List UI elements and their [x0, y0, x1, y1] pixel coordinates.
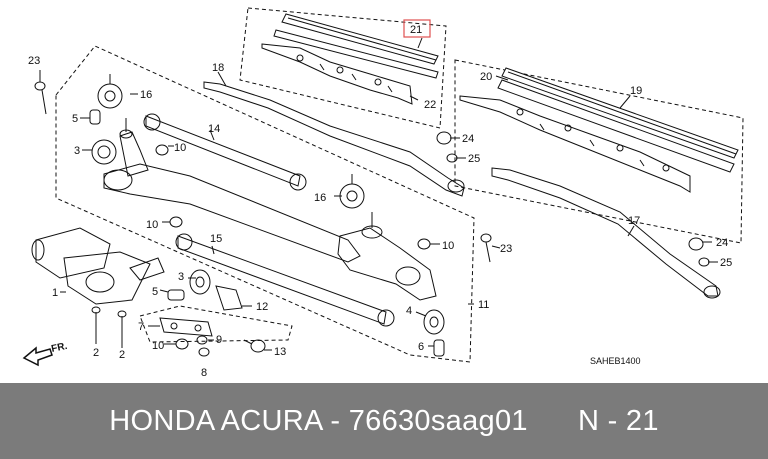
callout-2a: 2: [93, 347, 99, 359]
callout-7a: 7: [138, 321, 144, 333]
callout-6a: 6: [418, 341, 424, 353]
diagram-code: SAHEB1400: [590, 356, 641, 366]
nut-10d: [175, 338, 189, 350]
bushing-6a: [433, 339, 445, 357]
nut-9: [196, 335, 208, 345]
bushing-5a: [89, 109, 101, 125]
callout-2b: 2: [119, 349, 125, 361]
callout-24b: 24: [716, 237, 728, 249]
pivot-assembly-right: [337, 212, 437, 301]
callout-14a: 14: [208, 123, 220, 135]
spacer: [528, 405, 578, 437]
callout-9a: 9: [216, 334, 222, 346]
callout-22a: 22: [424, 99, 436, 111]
nut-10a: [155, 144, 169, 156]
callout-21a: 21: [410, 24, 422, 36]
pivot-assembly-left: [103, 118, 361, 263]
callout-5a: 5: [72, 113, 78, 125]
callout-18a: 18: [212, 62, 224, 74]
bolt-2b: [117, 310, 127, 338]
cap-24a: [436, 131, 452, 145]
bushing-4a: [423, 309, 445, 335]
bushing-3b: [189, 269, 211, 295]
callout-16b: 16: [314, 192, 326, 204]
bracket-12: [215, 285, 243, 311]
bolt-13: [243, 339, 266, 353]
ref-prefix: N -: [577, 405, 626, 437]
wiper-blade-left: [261, 13, 439, 105]
wiper-assembly-drawing: FR. 1 2 2 3 3 4 5 5 6 7 8 9 10 10 10 10 …: [22, 7, 744, 379]
front-direction-arrow: FR.: [22, 341, 69, 367]
callout-4a: 4: [406, 305, 412, 317]
bushing-3a: [91, 139, 117, 165]
callout-15a: 15: [210, 233, 222, 245]
callout-3b: 3: [178, 271, 184, 283]
callout-11a: 11: [478, 299, 489, 311]
washer-8: [198, 347, 210, 357]
bracket-7: [159, 317, 213, 337]
part-number: 76630saag01: [348, 405, 528, 437]
footer-caption: HONDA ACURA - 76630saag01 N - 21: [0, 383, 768, 459]
nut-25b: [698, 257, 710, 267]
linkage-rod-upper: [143, 113, 307, 191]
grommet-16b: [339, 174, 365, 209]
bracket-group-box: [139, 305, 293, 343]
nut-10b: [169, 216, 183, 228]
callout-23a: 23: [28, 55, 40, 67]
bolt-2a: [91, 306, 101, 336]
bolt-23a: [34, 81, 47, 115]
callout-20a: 20: [480, 71, 492, 83]
bolt-23b: [480, 233, 492, 263]
wiper-arm-left: [203, 81, 465, 197]
callout-25a: 25: [468, 153, 480, 165]
ref-number: 21: [625, 405, 659, 437]
callout-12a: 12: [256, 301, 268, 313]
callout-24a: 24: [462, 133, 474, 145]
callout-13a: 13: [274, 346, 286, 358]
callout-10c: 10: [442, 240, 454, 252]
callout-8a: 8: [201, 367, 207, 379]
callout-5b: 5: [152, 286, 158, 298]
bushing-5b: [167, 289, 185, 301]
callout-23b: 23: [500, 243, 512, 255]
wiper-arm-right: [491, 167, 719, 297]
separator: -: [322, 405, 349, 437]
brand-name: HONDA ACURA: [109, 405, 323, 437]
wiper-motor: [31, 227, 165, 305]
callout-10a: 10: [174, 142, 186, 154]
callout-1: 1: [52, 287, 58, 299]
footer-bar: HONDA ACURA - 76630saag01 N - 21: [0, 383, 768, 459]
callout-10b: 10: [146, 219, 158, 231]
callout-19a: 19: [630, 85, 642, 97]
nut-10c: [417, 238, 431, 250]
callout-17a: 17: [628, 215, 640, 227]
callout-10d: 10: [152, 340, 164, 352]
callout-16a: 16: [140, 89, 152, 101]
wiper-blade-right: [459, 67, 739, 193]
cap-24b: [688, 237, 704, 251]
callout-labels: 1 2 2 3 3 4 5 5 6 7 8 9 10 10 10 10 11 1…: [28, 24, 732, 379]
wiper-blade-group-box-right: [454, 59, 744, 244]
parts-diagram: FR. 1 2 2 3 3 4 5 5 6 7 8 9 10 10 10 10 …: [22, 7, 744, 379]
linkage-rod-lower: [175, 233, 395, 327]
callout-25b: 25: [720, 257, 732, 269]
highlight-box-21: [403, 19, 431, 38]
grommet-16a: [97, 74, 123, 109]
callout-3a: 3: [74, 145, 80, 157]
direction-label: FR.: [50, 341, 68, 355]
